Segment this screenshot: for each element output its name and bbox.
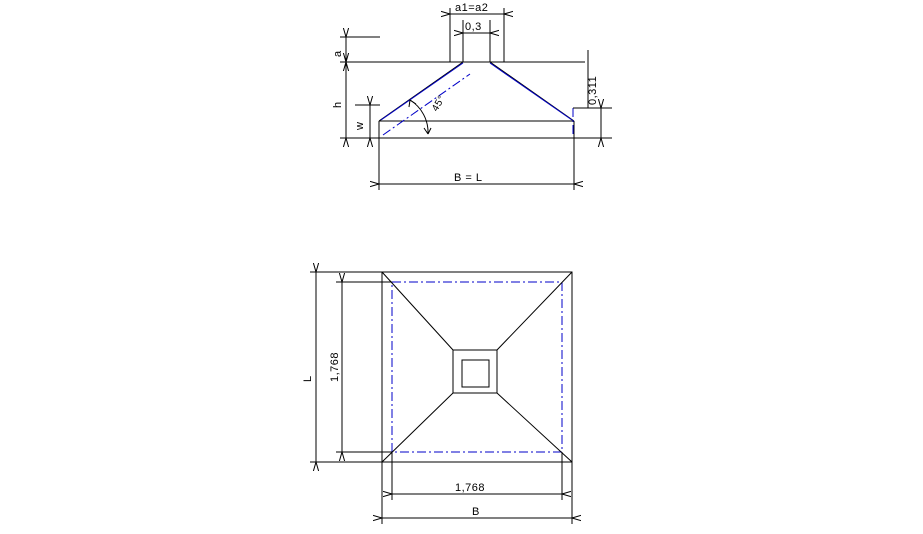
- plan-dim-B-label: B: [472, 506, 480, 518]
- elevation-column-outline: [462, 20, 491, 62]
- dim-0-311: [573, 50, 612, 138]
- elevation-angle-arc: [408, 99, 432, 135]
- plan-dim-B: [382, 462, 572, 524]
- dim-w-label: w: [354, 122, 366, 131]
- elevation-view: 45° a1=a2 0,3 a: [332, 2, 612, 190]
- dim-b-equals-l-label: B = L: [454, 172, 483, 184]
- plan-view: L 1,768 1,768 B: [302, 272, 572, 524]
- plan-dim-width-value-label: 1,768: [455, 482, 485, 494]
- dim-w-toe-thickness: [355, 105, 380, 138]
- dim-0-3-label: 0,3: [465, 21, 482, 33]
- plan-dim-L-label: L: [302, 375, 314, 382]
- elevation-sloped-faces: [378, 61, 575, 122]
- dim-a1a2-label: a1=a2: [455, 2, 488, 14]
- elevation-45-construction-line: [382, 73, 471, 136]
- dim-b-equals-l: [379, 138, 574, 190]
- elevation-angle-label: 45°: [430, 94, 448, 114]
- plan-dim-L: [310, 272, 382, 462]
- dim-a-label: a: [332, 50, 344, 57]
- dim-a1a2: [450, 8, 504, 62]
- elevation-footing-slab: [378, 120, 575, 139]
- plan-dim-length-value: [336, 282, 392, 452]
- plan-dim-width-value: [392, 452, 562, 500]
- dim-0-311-label: 0,311: [587, 76, 599, 105]
- elevation-hidden-edges: [380, 62, 573, 121]
- plan-hip-diagonals: [381, 271, 573, 463]
- plan-column-squares: [452, 349, 498, 394]
- plan-dim-length-value-label: 1,768: [329, 352, 341, 382]
- dim-h-label: h: [332, 101, 344, 108]
- plan-inner-dashed-square: [391, 281, 563, 453]
- dim-a-pedestal: [340, 37, 380, 62]
- plan-outer-square: [381, 271, 573, 463]
